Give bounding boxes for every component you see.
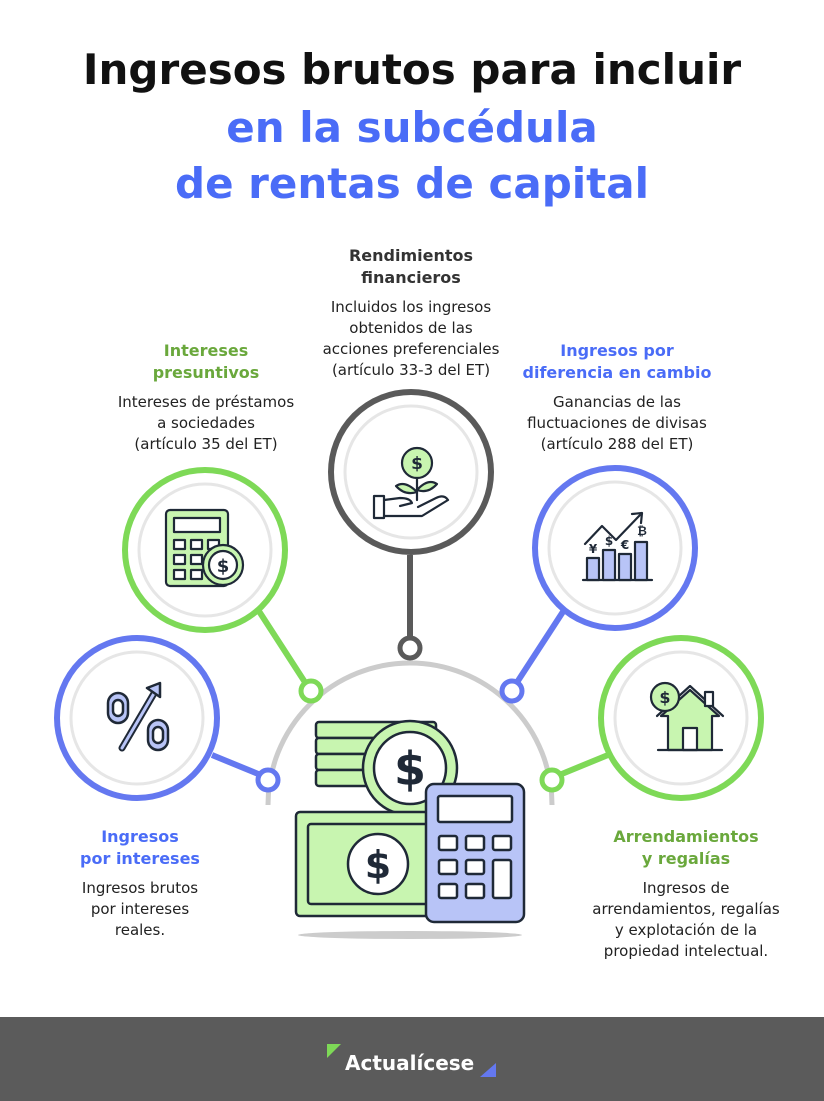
- calculator-coin-icon: $: [164, 508, 245, 588]
- currency-chart-icon: ¥ $ € ₿: [581, 511, 654, 582]
- block-rendimientos: Rendimientos financieros Incluidos los i…: [300, 245, 522, 381]
- dot-cambio: [499, 678, 525, 704]
- brand-triangle-green-icon: [327, 1044, 341, 1058]
- heading-rendimientos: Rendimientos financieros: [348, 246, 474, 287]
- dot-presuntivos: [298, 678, 324, 704]
- cash-calculator-illustration: $ $: [294, 719, 526, 939]
- description-presuntivos: Intereses de préstamos a sociedades (art…: [117, 393, 295, 453]
- dot-intereses: [255, 767, 281, 793]
- money-plant-hand-icon: $: [372, 446, 450, 520]
- svg-text:¥: ¥: [589, 542, 598, 556]
- block-cambio: Ingresos por diferencia en cambio Gananc…: [506, 340, 728, 455]
- brand-triangle-blue-icon: [480, 1063, 496, 1077]
- footer: Actualícese: [0, 1017, 824, 1101]
- brand-logo: Actualícese: [345, 1051, 475, 1075]
- svg-text:$: $: [217, 556, 230, 577]
- svg-text:$: $: [365, 843, 391, 887]
- connector-presuntivos: [252, 603, 313, 692]
- svg-text:$: $: [394, 742, 426, 796]
- block-presuntivos: Intereses presuntivos Intereses de prést…: [96, 340, 316, 455]
- central-arc: [265, 660, 555, 806]
- diagram: $ $ ¥ $ € ₿: [54, 389, 764, 939]
- heading-intereses: Ingresos por intereses: [80, 827, 200, 868]
- description-cambio: Ganancias de las fluctuaciones de divisa…: [527, 393, 707, 453]
- circle-cambio: [532, 465, 698, 631]
- heading-arrendamientos: Arrendamientos y regalías: [613, 827, 759, 868]
- svg-text:₿: ₿: [637, 524, 647, 538]
- description-arrendamientos: Ingresos de arrendamientos, regalías y e…: [592, 879, 780, 960]
- block-arrendamientos: Arrendamientos y regalías Ingresos de ar…: [572, 826, 800, 962]
- svg-text:$: $: [659, 688, 670, 707]
- connector-cambio: [509, 602, 571, 692]
- dot-rendimientos: [397, 635, 423, 661]
- house-coin-icon: $: [649, 681, 725, 752]
- title-line-1: Ingresos brutos para incluir: [82, 45, 742, 94]
- block-intereses: Ingresos por intereses Ingresos brutos p…: [50, 826, 230, 941]
- svg-text:$: $: [411, 454, 423, 474]
- heading-presuntivos: Intereses presuntivos: [152, 341, 260, 382]
- heading-cambio: Ingresos por diferencia en cambio: [522, 341, 712, 382]
- dot-arrendamientos: [539, 767, 565, 793]
- svg-text:€: €: [620, 538, 629, 552]
- description-rendimientos: Incluidos los ingresos obtenidos de las …: [322, 298, 500, 379]
- description-intereses: Ingresos brutos por intereses reales.: [81, 879, 199, 939]
- title-line-3: de rentas de capital: [175, 159, 649, 208]
- percent-arrow-icon: [106, 681, 170, 752]
- svg-text:$: $: [605, 534, 613, 548]
- title-line-2: en la subcédula: [226, 103, 598, 152]
